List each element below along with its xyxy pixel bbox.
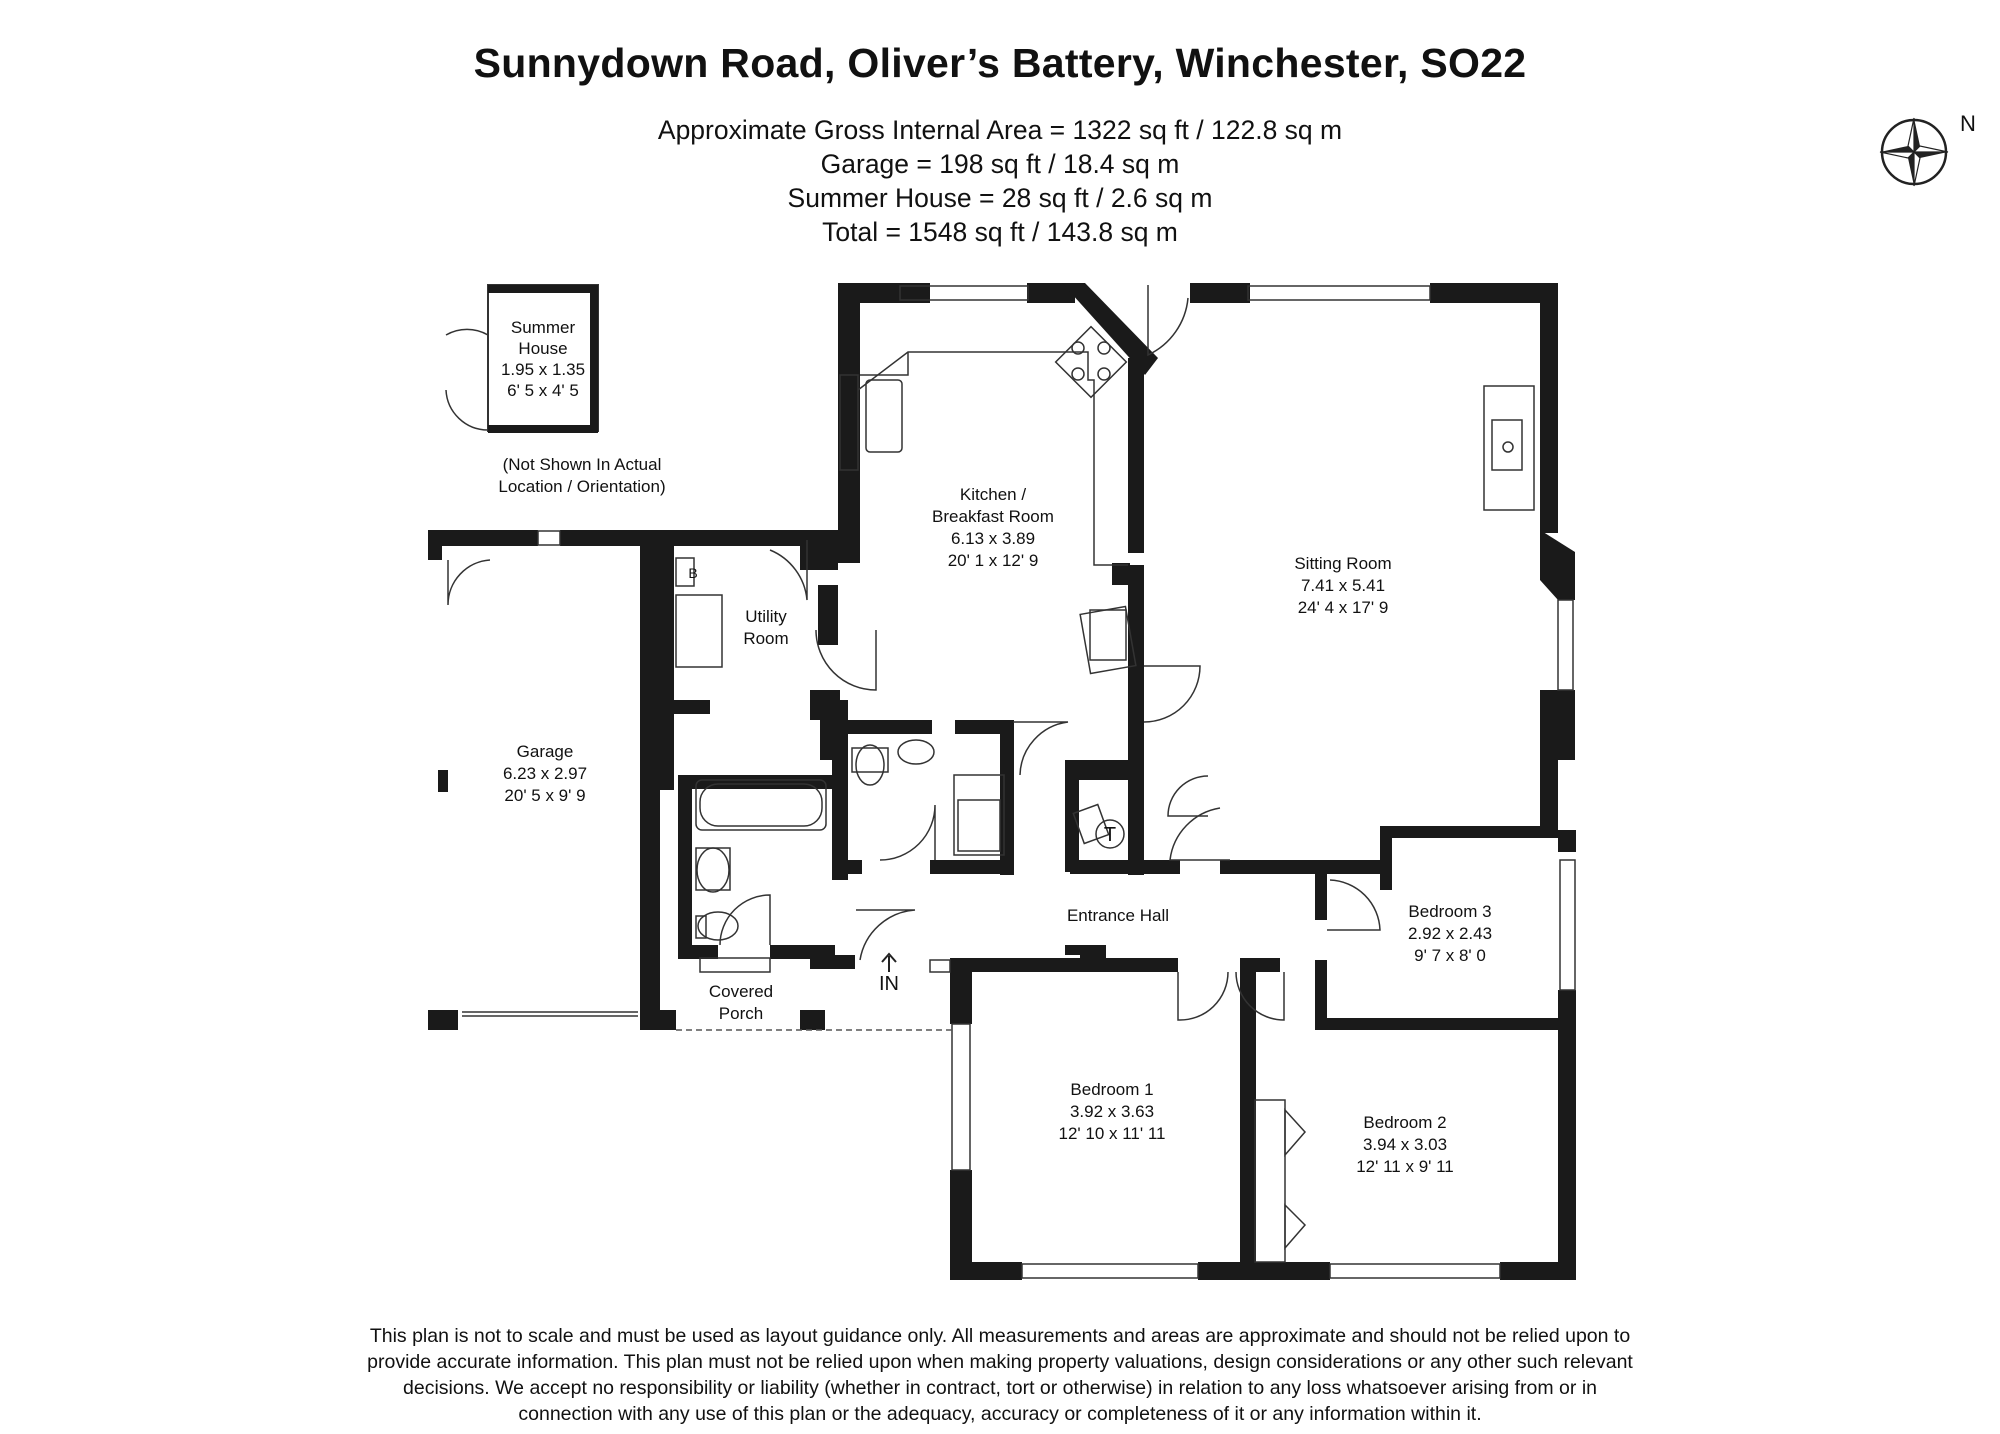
tank-label: T xyxy=(1104,824,1116,846)
summer-house-name-1: Summer xyxy=(511,318,576,337)
entrance-hall-name: Entrance Hall xyxy=(1067,906,1169,925)
compass-label: N xyxy=(1960,112,1976,136)
fixtures xyxy=(675,325,1535,1263)
garage-imperial: 20' 5 x 9' 9 xyxy=(504,786,585,805)
plan-title: Sunnydown Road, Oliver’s Battery, Winche… xyxy=(473,40,1527,86)
boiler-label: B xyxy=(688,565,697,581)
area-summer-house: Summer House = 28 sq ft / 2.6 sq m xyxy=(787,183,1213,213)
door-swings xyxy=(445,285,1381,1021)
disclaimer-line: connection with any use of this plan or … xyxy=(518,1403,1482,1425)
garage-name: Garage xyxy=(517,742,574,761)
summer-house-name-2: House xyxy=(518,339,567,358)
summer-note-2: Location / Orientation) xyxy=(498,477,665,496)
disclaimer: This plan is not to scale and must be us… xyxy=(250,1323,1750,1427)
kitchen-name-1: Kitchen / xyxy=(960,485,1026,504)
area-total: Total = 1548 sq ft / 143.8 sq m xyxy=(822,217,1178,247)
sitting-metric: 7.41 x 5.41 xyxy=(1301,576,1385,595)
disclaimer-line: This plan is not to scale and must be us… xyxy=(369,1325,1631,1347)
kitchen-metric: 6.13 x 3.89 xyxy=(951,529,1035,548)
disclaimer-line: decisions. We accept no responsibility o… xyxy=(403,1377,1597,1399)
bedroom2-imperial: 12' 11 x 9' 11 xyxy=(1356,1157,1454,1176)
entrance-in-label: IN xyxy=(879,973,899,995)
bedroom2-name: Bedroom 2 xyxy=(1363,1113,1446,1132)
window-lines xyxy=(462,285,1576,1279)
garage-metric: 6.23 x 2.97 xyxy=(503,764,587,783)
porch-name-1: Covered xyxy=(709,982,773,1001)
summer-house-metric: 1.95 x 1.35 xyxy=(501,360,585,379)
disclaimer-line: provide accurate information. This plan … xyxy=(367,1351,1633,1373)
kitchen-imperial: 20' 1 x 12' 9 xyxy=(948,551,1039,570)
sitting-name: Sitting Room xyxy=(1294,554,1391,573)
utility-name-2: Room xyxy=(743,629,788,648)
kitchen-name-2: Breakfast Room xyxy=(932,507,1054,526)
entrance-arrow-icon xyxy=(881,952,897,972)
summer-note-1: (Not Shown In Actual xyxy=(503,455,662,474)
room-labels: Summer House 1.95 x 1.35 6' 5 x 4' 5 (No… xyxy=(498,318,1492,1176)
utility-name-1: Utility xyxy=(745,607,787,626)
bedroom3-metric: 2.92 x 2.43 xyxy=(1408,924,1492,943)
area-garage: Garage = 198 sq ft / 18.4 sq m xyxy=(820,149,1180,179)
bedroom1-name: Bedroom 1 xyxy=(1070,1080,1153,1099)
bedroom1-imperial: 12' 10 x 11' 11 xyxy=(1059,1124,1166,1143)
bedroom3-name: Bedroom 3 xyxy=(1408,902,1491,921)
porch-name-2: Porch xyxy=(719,1004,763,1023)
bedroom1-metric: 3.92 x 3.63 xyxy=(1070,1102,1154,1121)
bedroom3-imperial: 9' 7 x 8' 0 xyxy=(1414,946,1486,965)
compass-star-icon: N xyxy=(1879,112,1976,187)
summer-house-imperial: 6' 5 x 4' 5 xyxy=(507,381,579,400)
bedroom2-metric: 3.94 x 3.03 xyxy=(1363,1135,1447,1154)
summer-house xyxy=(487,284,599,433)
sitting-imperial: 24' 4 x 17' 9 xyxy=(1298,598,1389,617)
area-gross: Approximate Gross Internal Area = 1322 s… xyxy=(657,115,1343,145)
